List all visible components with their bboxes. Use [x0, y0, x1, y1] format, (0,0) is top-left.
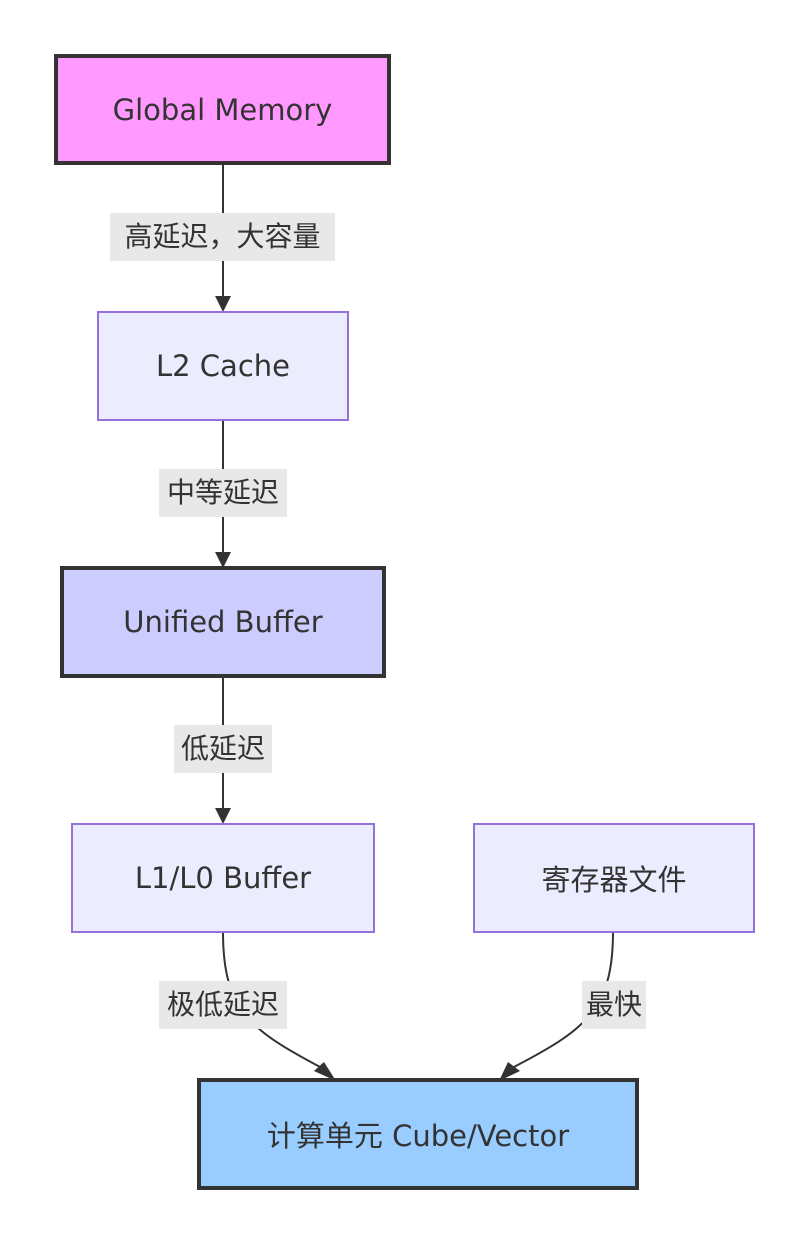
arrowhead-ub-to-l1 [215, 808, 231, 824]
arrowhead-l1-to-compute-fill [314, 1062, 336, 1081]
node-l2-cache-label: L2 Cache [155, 349, 290, 383]
node-l2-cache: L2 Cache [97, 311, 349, 421]
node-l1-l0-buffer-label: L1/L0 Buffer [134, 861, 312, 895]
arrowhead-l2-to-ub [215, 552, 231, 568]
arrowhead-global-to-l2 [215, 296, 231, 312]
node-register-file: 寄存器文件 [473, 823, 755, 933]
node-global-memory-label: Global Memory [112, 92, 333, 127]
node-compute-unit-label: 计算单元 Cube/Vector [266, 1119, 570, 1153]
edge-label-l1-to-compute: 极低延迟 [159, 981, 287, 1029]
node-l1-l0-buffer: L1/L0 Buffer [71, 823, 375, 933]
node-unified-buffer-label: Unified Buffer [123, 605, 323, 639]
node-unified-buffer: Unified Buffer [60, 566, 386, 678]
edge-label-l2-to-ub: 中等延迟 [159, 469, 287, 517]
edge-label-ub-to-l1: 低延迟 [174, 725, 272, 773]
node-global-memory: Global Memory [54, 54, 391, 165]
node-register-file-label: 寄存器文件 [541, 863, 687, 897]
edge-label-global-to-l2: 高延迟，大容量 [110, 213, 335, 261]
arrowhead-reg-to-compute [499, 1062, 520, 1081]
node-compute-unit: 计算单元 Cube/Vector [197, 1078, 639, 1190]
edge-label-reg-to-compute: 最快 [582, 981, 646, 1029]
